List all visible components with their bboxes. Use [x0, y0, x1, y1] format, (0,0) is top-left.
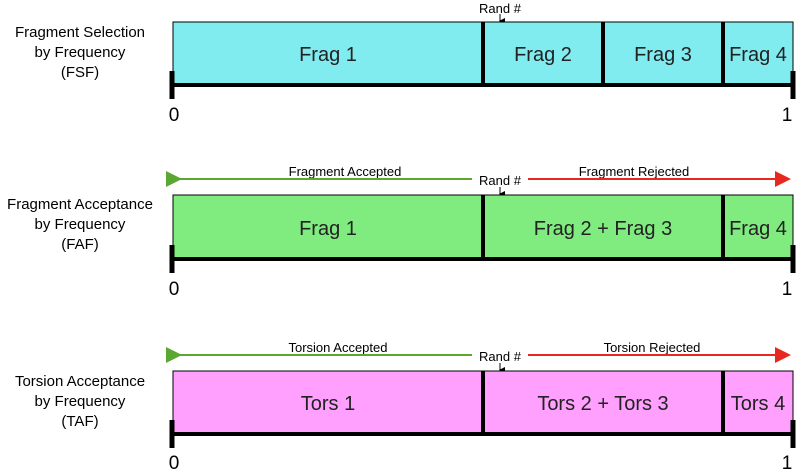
segment-label: Frag 3 — [634, 44, 692, 66]
scale-start-label: 0 — [169, 105, 180, 126]
segment-label: Tors 2 + Tors 3 — [537, 393, 668, 415]
panel-title-line: by Frequency — [35, 393, 126, 410]
panel-title-line: Fragment Selection — [15, 24, 145, 41]
scale-start-label: 0 — [169, 279, 180, 300]
panel-title-line: by Frequency — [35, 216, 126, 233]
panel-title-line: (TAF) — [61, 413, 98, 430]
panel-faf: Fragment Acceptance by Frequency (FAF) F… — [7, 164, 796, 300]
segment-label: Frag 2 + Frag 3 — [534, 218, 672, 240]
panel-title-line: Torsion Acceptance — [15, 373, 145, 390]
panel-title-line: (FAF) — [61, 236, 99, 253]
segment-label: Frag 4 — [729, 218, 787, 240]
panel-fsf: Fragment Selection by Frequency (FSF) Ra… — [15, 1, 796, 126]
segment-label: Frag 1 — [299, 44, 357, 66]
rand-label: Rand # — [479, 349, 522, 364]
scale-end-label: 1 — [782, 279, 793, 300]
panel-title-line: Fragment Acceptance — [7, 196, 153, 213]
segment-label: Frag 2 — [514, 44, 572, 66]
rand-label: Rand # — [479, 1, 522, 16]
accepted-label: Fragment Accepted — [289, 164, 402, 179]
segment-label: Frag 1 — [299, 218, 357, 240]
segment-label: Tors 4 — [731, 393, 785, 415]
rejected-label: Torsion Rejected — [604, 340, 701, 355]
rejected-label: Fragment Rejected — [579, 164, 690, 179]
panel-title-line: by Frequency — [35, 44, 126, 61]
rand-label: Rand # — [479, 173, 522, 188]
scale-end-label: 1 — [782, 105, 793, 126]
panel-title-line: (FSF) — [61, 64, 99, 81]
scale-start-label: 0 — [169, 453, 180, 474]
scale-end-label: 1 — [782, 453, 793, 474]
segment-label: Frag 4 — [729, 44, 787, 66]
panel-taf: Torsion Acceptance by Frequency (TAF) To… — [15, 340, 796, 474]
accepted-label: Torsion Accepted — [288, 340, 387, 355]
segment-label: Tors 1 — [301, 393, 355, 415]
